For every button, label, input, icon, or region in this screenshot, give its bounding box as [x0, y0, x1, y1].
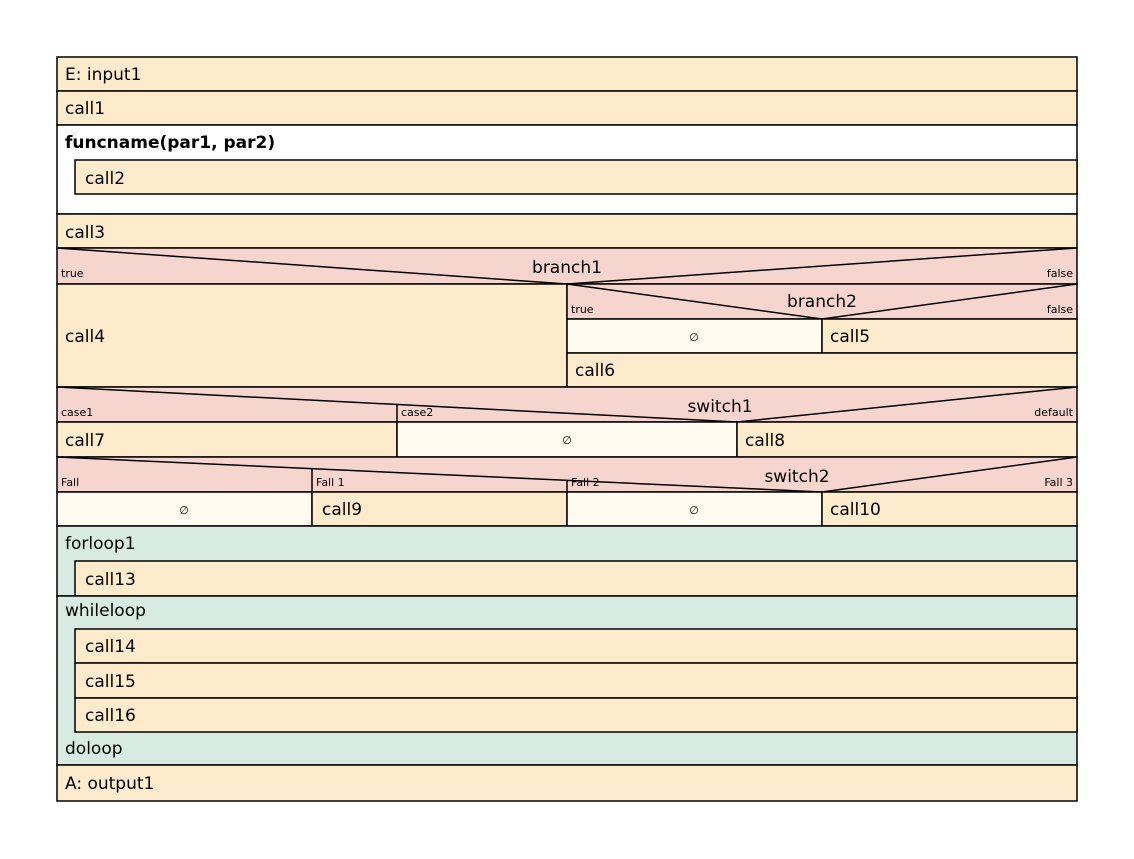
switch1-case2-label: case2 [401, 406, 433, 419]
switch1-default-label: default [1034, 406, 1073, 419]
switch2-case2-empty[interactable]: ∅ [566, 491, 823, 527]
switch2-header[interactable]: switch2 Fall Fall 1 Fall 2 Fall 3 [56, 456, 1078, 493]
function-header: funcname(par1, par2) [65, 133, 275, 153]
branch2-header[interactable]: branch2 true false [566, 283, 1078, 320]
call3-label: call3 [65, 223, 105, 243]
call5-label: call5 [830, 327, 870, 347]
whileloop-label: whileloop [65, 601, 146, 621]
switch1-case1-label: case1 [61, 406, 93, 419]
call3-block[interactable]: call3 [56, 213, 1078, 249]
call15-block[interactable] [74, 662, 1078, 699]
call13-block[interactable] [74, 560, 1078, 597]
function-body-call-label: call2 [85, 169, 125, 189]
call7-block[interactable]: call7 [56, 421, 398, 458]
call8-block[interactable]: call8 [736, 421, 1078, 458]
call8-label: call8 [745, 431, 785, 451]
whileloop-block[interactable]: whileloop call14 call15 call16 doloop [56, 595, 1078, 766]
switch2-case2-label: Fall 2 [571, 476, 600, 489]
call6-block[interactable]: call6 [566, 352, 1078, 388]
call13-label: call13 [85, 570, 136, 590]
switch2-case0-empty[interactable]: ∅ [56, 491, 313, 527]
branch1-true-label: true [61, 267, 84, 280]
output-label: A: output1 [65, 774, 154, 794]
input-label: E: input1 [65, 65, 141, 85]
call7-label: call7 [65, 431, 105, 451]
empty-symbol: ∅ [179, 504, 189, 517]
call9-block[interactable]: call9 [311, 491, 568, 527]
switch2-label: switch2 [764, 467, 829, 487]
call10-block[interactable]: call10 [821, 491, 1078, 527]
forloop-label: forloop1 [65, 534, 136, 554]
call1-block[interactable]: call1 [56, 90, 1078, 126]
switch2-case1-label: Fall 1 [316, 476, 345, 489]
empty-symbol: ∅ [562, 434, 572, 447]
switch1-header[interactable]: switch1 case1 case2 default [56, 386, 1078, 423]
call14-label: call14 [85, 637, 136, 657]
call10-label: call10 [830, 500, 881, 520]
function-body-call[interactable] [74, 159, 1078, 195]
call15-label: call15 [85, 672, 136, 692]
call16-block[interactable] [74, 697, 1078, 733]
branch2-false-label: false [1047, 303, 1073, 316]
doloop-label: doloop [65, 739, 123, 759]
call6-label: call6 [575, 361, 615, 381]
branch2-true-label: true [571, 303, 594, 316]
switch1-case2-empty[interactable]: ∅ [396, 421, 738, 458]
empty-symbol: ∅ [689, 504, 699, 517]
output-block[interactable]: A: output1 [56, 764, 1078, 802]
switch2-case3-label: Fall 3 [1044, 476, 1073, 489]
call4-label: call4 [65, 327, 105, 347]
empty-symbol: ∅ [689, 331, 699, 344]
call16-label: call16 [85, 706, 136, 726]
function-block[interactable]: funcname(par1, par2) call2 [56, 124, 1078, 215]
forloop-block[interactable]: forloop1 call13 [56, 525, 1078, 597]
branch1-label: branch1 [532, 258, 602, 278]
branch2-label: branch2 [787, 292, 857, 312]
call4-block[interactable]: call4 [56, 283, 568, 388]
input-block[interactable]: E: input1 [56, 56, 1078, 92]
branch1-header[interactable]: branch1 true false [56, 247, 1078, 285]
branch1-false-label: false [1047, 267, 1073, 280]
call5-block[interactable]: call5 [821, 318, 1078, 354]
call9-label: call9 [322, 500, 362, 520]
branch2-true-empty[interactable]: ∅ [566, 318, 823, 354]
call14-block[interactable] [74, 628, 1078, 664]
call1-label: call1 [65, 99, 105, 119]
switch2-case0-label: Fall [61, 476, 79, 489]
switch1-label: switch1 [687, 397, 752, 417]
